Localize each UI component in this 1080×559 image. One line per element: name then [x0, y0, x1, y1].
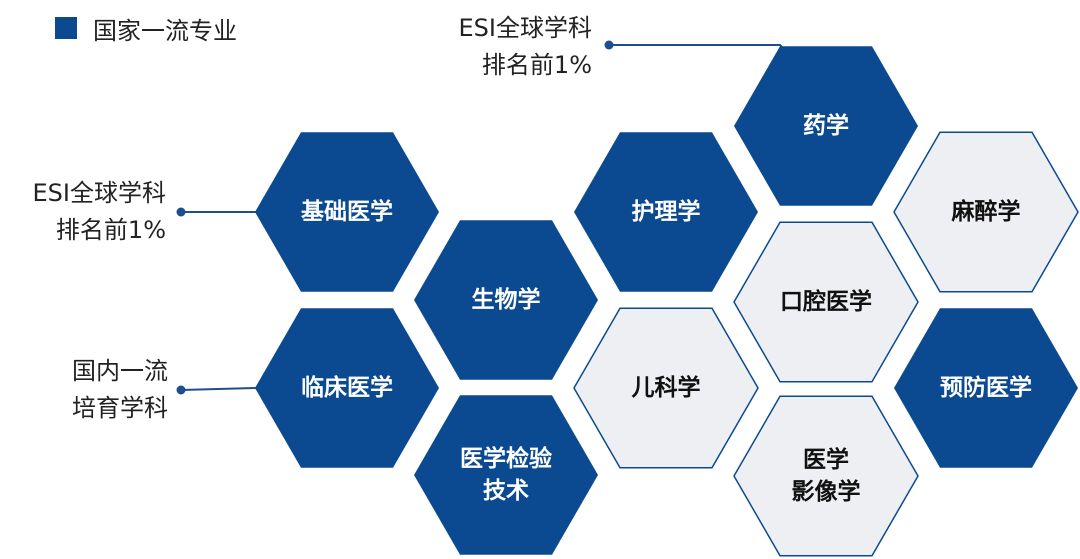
hexagon-label: 儿科学	[632, 374, 701, 401]
hexagon-label: 医学	[803, 446, 849, 473]
hexagon-yufang: 预防医学	[894, 308, 1078, 468]
annotation-esi-left: ESI全球学科 排名前1%	[33, 175, 166, 249]
hexagon-yaoxue: 药学	[734, 46, 918, 206]
hexagon-shape	[255, 308, 439, 468]
connector-dot	[176, 207, 186, 217]
hexagon-label: 药学	[803, 112, 849, 139]
legend-swatch	[55, 17, 77, 39]
annotation-esi-top: ESI全球学科 排名前1%	[459, 10, 592, 84]
hexagon-label: 影像学	[792, 478, 861, 505]
annotation-line: 培育学科	[72, 394, 168, 422]
hexagon-label: 生物学	[472, 286, 541, 313]
hexagon-label: 临床医学	[301, 374, 393, 401]
hexagon-shape	[255, 132, 439, 292]
hexagon-huli: 护理学	[574, 132, 758, 292]
hexagon-linchuang: 临床医学	[255, 308, 439, 468]
annotation-line: 排名前1%	[55, 216, 166, 244]
annotation-line: 国内一流	[72, 357, 168, 385]
legend-label: 国家一流专业	[93, 16, 237, 45]
hexagon-erke: 儿科学	[573, 307, 759, 469]
hexagon-shape	[733, 221, 919, 383]
hexagon-shengwu: 生物学	[414, 220, 598, 380]
hexagon-shape	[414, 395, 598, 555]
hexagon-label: 技术	[483, 478, 529, 504]
hexagon-mazui: 麻醉学	[893, 131, 1079, 293]
annotation-line: ESI全球学科	[32, 179, 166, 207]
hexagon-kouqiang: 口腔医学	[733, 221, 919, 383]
hexagon-shape	[894, 308, 1078, 468]
hexagon-label: 预防医学	[940, 374, 1032, 401]
hexagon-label: 口腔医学	[780, 288, 872, 315]
hexagon-shape	[733, 395, 919, 557]
hexagon-label: 医学检验	[460, 445, 552, 472]
hexagon-shape	[414, 220, 598, 380]
annotation-line: ESI全球学科	[458, 14, 592, 42]
annotation-line: 排名前1%	[481, 51, 592, 79]
hexagon-label: 基础医学	[301, 198, 393, 225]
hexagon-shape	[734, 46, 918, 206]
hexagon-label: 护理学	[632, 198, 701, 225]
hexagon-shape	[893, 131, 1079, 293]
annotation-domestic: 国内一流 培育学科	[72, 353, 168, 427]
hexagon-jichu: 基础医学	[255, 132, 439, 292]
hexagon-shape	[574, 132, 758, 292]
hexagon-label: 麻醉学	[951, 198, 1021, 225]
hexagon-group: 药学基础医学护理学麻醉学生物学口腔医学临床医学儿科学预防医学医学检验技术医学影像…	[255, 46, 1079, 557]
connector-line	[609, 44, 796, 61]
connector-dot	[176, 385, 186, 395]
connector-line	[180, 387, 258, 391]
legend: 国家一流专业	[55, 14, 237, 45]
hexagon-shape	[573, 307, 759, 469]
connector-dot	[604, 40, 614, 50]
